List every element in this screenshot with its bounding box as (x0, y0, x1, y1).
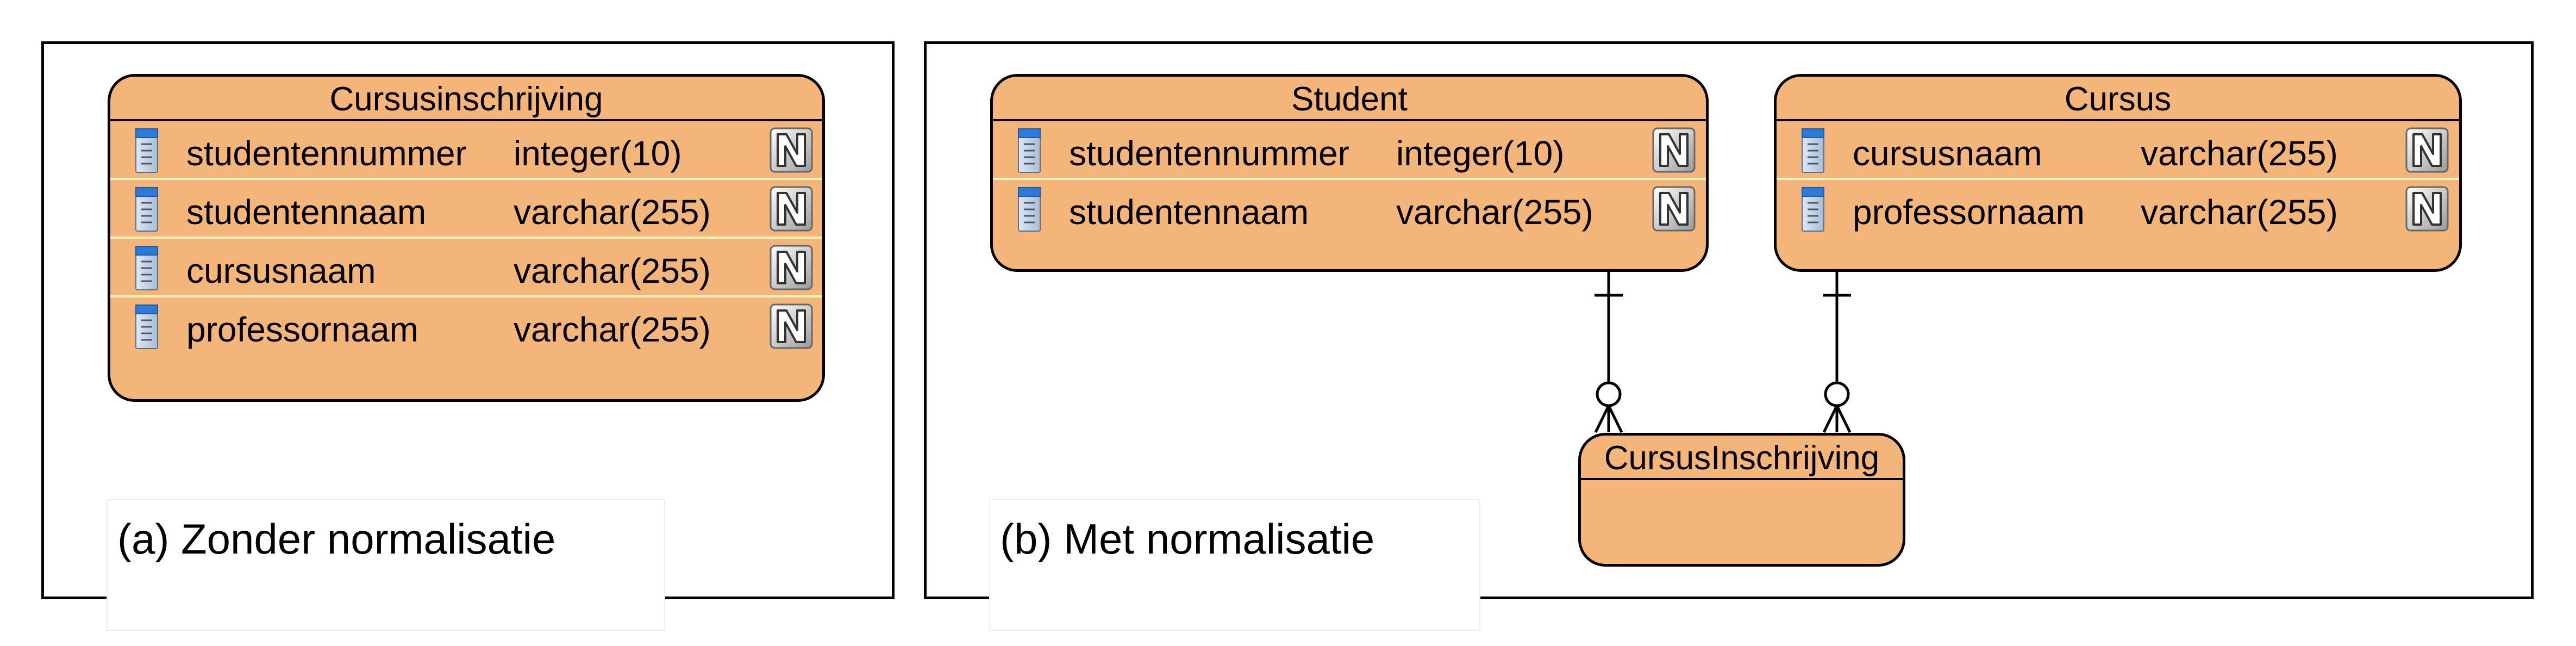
column-icon (135, 128, 159, 173)
column-name: professornaam (186, 310, 418, 349)
not-null-icon (1652, 127, 1696, 173)
column-row[interactable]: cursusnaam varchar(255) (1777, 121, 2459, 180)
column-icon (135, 245, 159, 291)
not-null-icon (2405, 127, 2449, 173)
entity-title: Cursus (1777, 77, 2459, 121)
column-name: cursusnaam (1853, 134, 2042, 173)
not-null-icon (769, 185, 814, 232)
not-null-icon (2405, 185, 2449, 232)
caption-b-box: (b) Met normalisatie (989, 499, 1480, 631)
column-row[interactable]: professornaam varchar(255) (110, 297, 822, 356)
caption-a: (a) Zonder normalisatie (117, 515, 556, 563)
entity-title: Student (993, 77, 1706, 121)
entity-cursusinschrijving-unnormalized[interactable]: Cursusinschrijving studentennummer integ… (108, 74, 825, 402)
column-name: studentennummer (1069, 134, 1349, 173)
column-type: varchar(255) (2141, 192, 2338, 232)
column-row[interactable]: professornaam varchar(255) (1777, 180, 2459, 239)
entity-student[interactable]: Student studentennummer integer(10) stud… (990, 74, 1709, 272)
crowfoot-right (1607, 405, 1623, 433)
relationship-cursus-inschrijving (1822, 272, 1852, 433)
column-icon (1801, 128, 1825, 173)
column-row[interactable]: studentennummer integer(10) (993, 121, 1706, 180)
caption-b: (b) Met normalisatie (1000, 515, 1375, 563)
column-icon (1801, 187, 1825, 232)
column-icon (1017, 187, 1041, 232)
column-type: varchar(255) (514, 192, 711, 232)
crowfoot-left (1822, 405, 1839, 433)
column-row[interactable]: cursusnaam varchar(255) (110, 239, 822, 297)
caption-a-box: (a) Zonder normalisatie (107, 499, 665, 631)
column-type: varchar(255) (514, 310, 711, 349)
column-type: integer(10) (1396, 134, 1565, 173)
column-name: studentennummer (186, 134, 467, 173)
column-icon (135, 187, 159, 232)
entity-title: CursusInschrijving (1581, 436, 1903, 480)
column-name: professornaam (1853, 192, 2085, 232)
entity-cursusinschrijving[interactable]: CursusInschrijving (1578, 433, 1905, 567)
column-icon (1017, 128, 1041, 173)
not-null-icon (769, 244, 814, 291)
entity-cursus[interactable]: Cursus cursusnaam varchar(255) professor… (1774, 74, 2462, 272)
column-row[interactable]: studentennaam varchar(255) (993, 180, 1706, 239)
column-row[interactable]: studentennaam varchar(255) (110, 180, 822, 239)
column-row[interactable]: studentennummer integer(10) (110, 121, 822, 180)
crowfoot-right (1835, 405, 1852, 433)
column-type: varchar(255) (514, 251, 711, 290)
column-type: integer(10) (514, 134, 682, 173)
column-type: varchar(255) (2141, 134, 2338, 173)
column-type: varchar(255) (1396, 192, 1593, 232)
entity-title: Cursusinschrijving (110, 77, 822, 121)
not-null-icon (769, 127, 814, 173)
not-null-icon (769, 303, 814, 350)
column-name: studentennaam (1069, 192, 1309, 232)
panel-b (924, 41, 2534, 599)
crowfoot-left (1594, 405, 1610, 433)
column-icon (135, 304, 159, 350)
relationship-student-inschrijving (1594, 272, 1623, 433)
not-null-icon (1652, 185, 1696, 232)
column-name: cursusnaam (186, 251, 376, 290)
column-name: studentennaam (186, 192, 427, 232)
